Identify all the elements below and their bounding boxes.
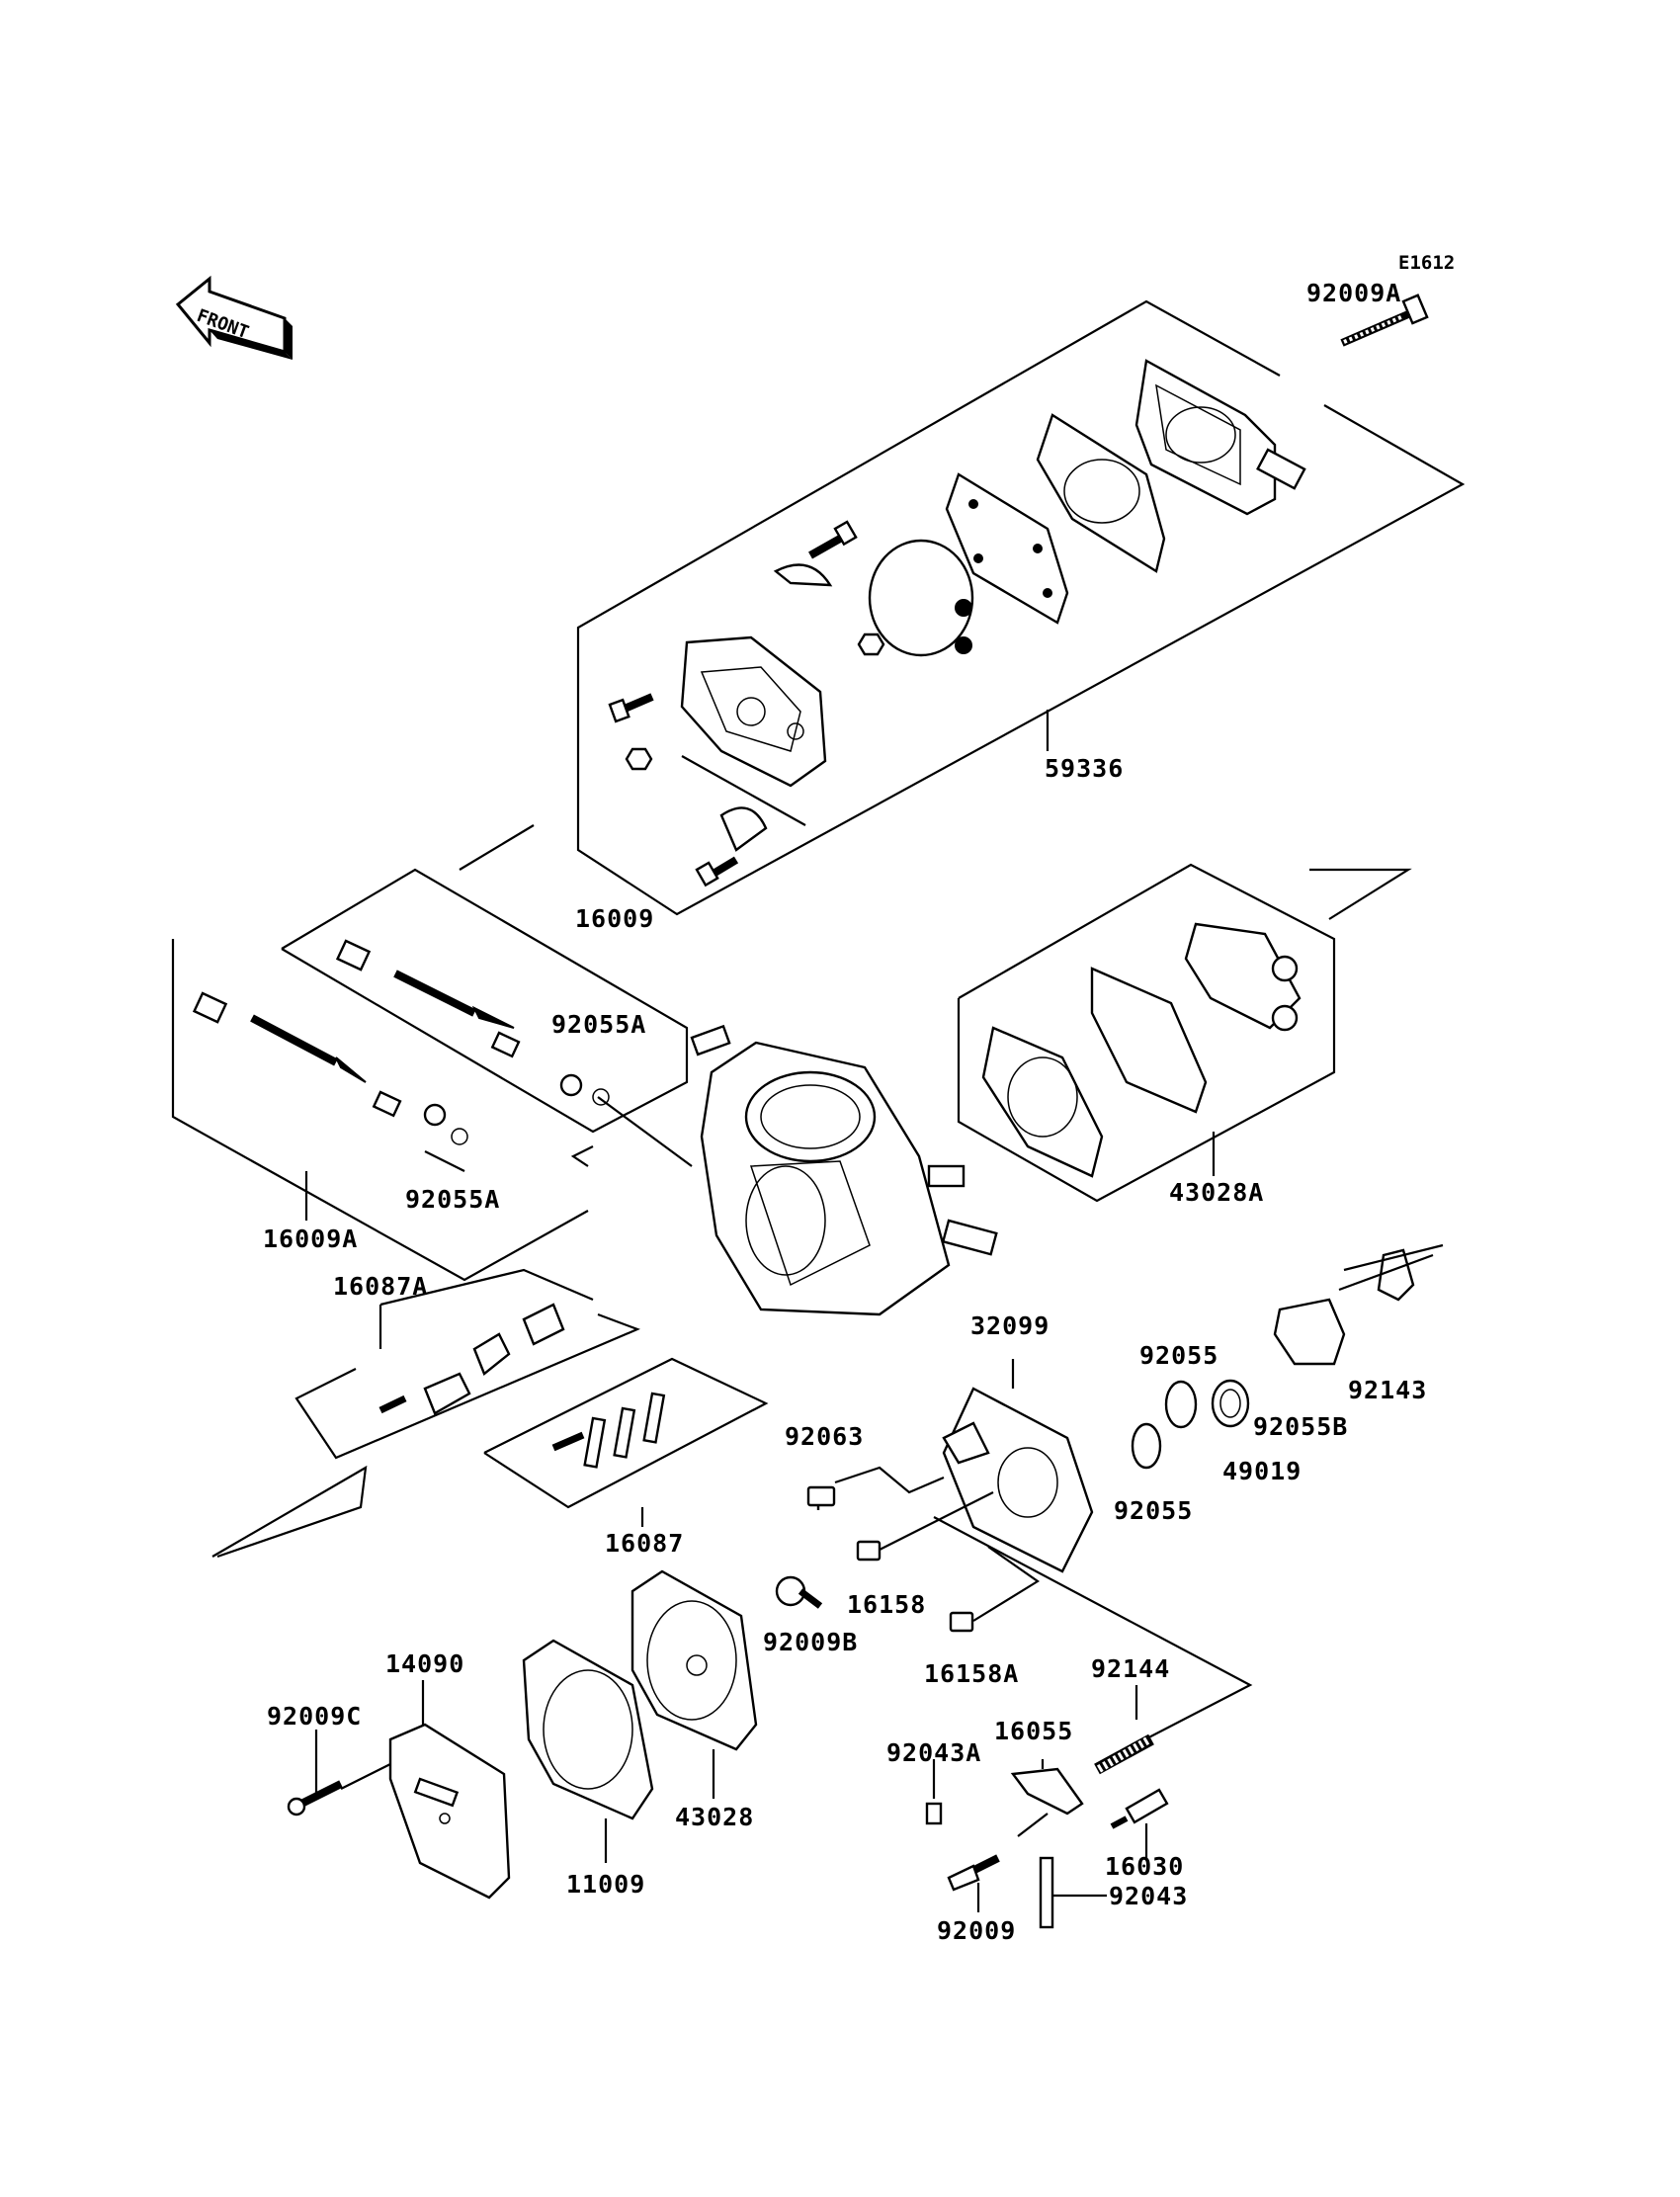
label-43028: 43028 [675, 1803, 754, 1831]
nut-small [857, 633, 885, 656]
kit-16009-outline [281, 868, 689, 1134]
spring-plates-16087 [551, 1392, 666, 1469]
o-ring-92055-b [1164, 1380, 1198, 1429]
pump-screw-small [808, 520, 858, 559]
diaphragm-43028 [630, 1569, 758, 1751]
screw-92009B [775, 1575, 823, 1609]
leader-92055A-1 [597, 1096, 693, 1167]
kit-43028A-outline [957, 863, 1412, 1203]
check-valve-plate [773, 563, 833, 587]
fuel-pump-cover [1134, 359, 1306, 516]
leader-kit-bottom [211, 1465, 368, 1559]
mix-screw-16009 [335, 939, 610, 1106]
float-arm-16055 [1010, 1767, 1084, 1816]
label-16009: 16009 [575, 904, 654, 933]
pump-gasket-2 [945, 472, 1069, 625]
cover-14090 [388, 1723, 511, 1900]
label-92043A: 92043A [886, 1738, 981, 1767]
body-32099 [942, 1387, 1094, 1573]
pump-gasket-1 [1036, 413, 1166, 573]
label-16030: 16030 [1105, 1852, 1184, 1881]
gasket-43028A-2 [1090, 967, 1208, 1114]
pump-valve-lower [681, 755, 806, 887]
screw-16158A [949, 1611, 974, 1633]
label-92055-1: 92055 [1139, 1341, 1218, 1370]
gasket-43028A-1 [981, 1026, 1104, 1178]
label-92009B: 92009B [763, 1628, 858, 1656]
label-92055B: 92055B [1253, 1412, 1348, 1441]
pump-body [680, 635, 827, 788]
label-92055-2: 92055 [1114, 1496, 1193, 1525]
label-43028A: 43028A [1169, 1178, 1264, 1207]
needle-valve-16030 [1110, 1788, 1169, 1829]
label-92009: 92009 [937, 1916, 1016, 1945]
pump-nut-left [625, 747, 653, 771]
label-92009A: 92009A [1306, 279, 1401, 307]
label-16055: 16055 [994, 1717, 1073, 1745]
screw-92043A [925, 1802, 943, 1825]
label-16087A: 16087A [333, 1272, 428, 1301]
label-32099: 32099 [970, 1311, 1050, 1340]
diaphragm-43028A [1184, 922, 1302, 1032]
diagram-code: E1612 [1398, 252, 1455, 274]
kit-16087-outline [483, 1357, 769, 1527]
pump-diaphragm [868, 539, 974, 657]
kit-16009A-outline [171, 939, 594, 1282]
bolt-92009A [1340, 294, 1429, 347]
label-59336: 59336 [1045, 754, 1124, 783]
label-92063: 92063 [785, 1422, 864, 1451]
pump-screw-left [608, 693, 654, 723]
label-16158A: 16158A [924, 1659, 1019, 1688]
carburetor-body [690, 1024, 998, 1316]
label-14090: 14090 [385, 1649, 464, 1678]
label-92055A-2: 92055A [405, 1185, 500, 1214]
bracket-92143 [1377, 1248, 1415, 1302]
kit-16087A-outline [294, 1268, 640, 1460]
plug-49019 [1211, 1379, 1250, 1428]
screw-92063 [806, 1485, 836, 1510]
cap-92055B [1273, 1298, 1346, 1366]
front-arrow-icon: FRONT [175, 275, 293, 360]
leader-kit-top [459, 824, 535, 871]
label-11009: 11009 [566, 1870, 645, 1899]
label-92009C: 92009C [267, 1702, 362, 1731]
label-16009A: 16009A [263, 1225, 358, 1253]
label-49019: 49019 [1222, 1457, 1302, 1485]
screw-16158 [856, 1540, 882, 1562]
label-92144: 92144 [1091, 1654, 1170, 1683]
label-16158: 16158 [847, 1590, 926, 1619]
spring-92144 [1094, 1733, 1154, 1775]
mix-screw-16009A [192, 991, 468, 1145]
label-16087: 16087 [605, 1529, 684, 1558]
cover-plate-16087A [378, 1303, 565, 1415]
label-92143: 92143 [1348, 1376, 1427, 1404]
leader-16009A [424, 1150, 465, 1172]
gasket-11009 [522, 1639, 654, 1820]
screw-92009C [287, 1780, 343, 1817]
o-ring-92055-a [1131, 1422, 1162, 1470]
label-92055A-1: 92055A [551, 1010, 646, 1039]
label-92043: 92043 [1109, 1882, 1188, 1910]
screw-92009 [947, 1854, 1000, 1892]
leader-92063 [834, 1466, 945, 1494]
kit-59336-outline [576, 299, 1466, 916]
pin-92043 [1039, 1856, 1054, 1929]
